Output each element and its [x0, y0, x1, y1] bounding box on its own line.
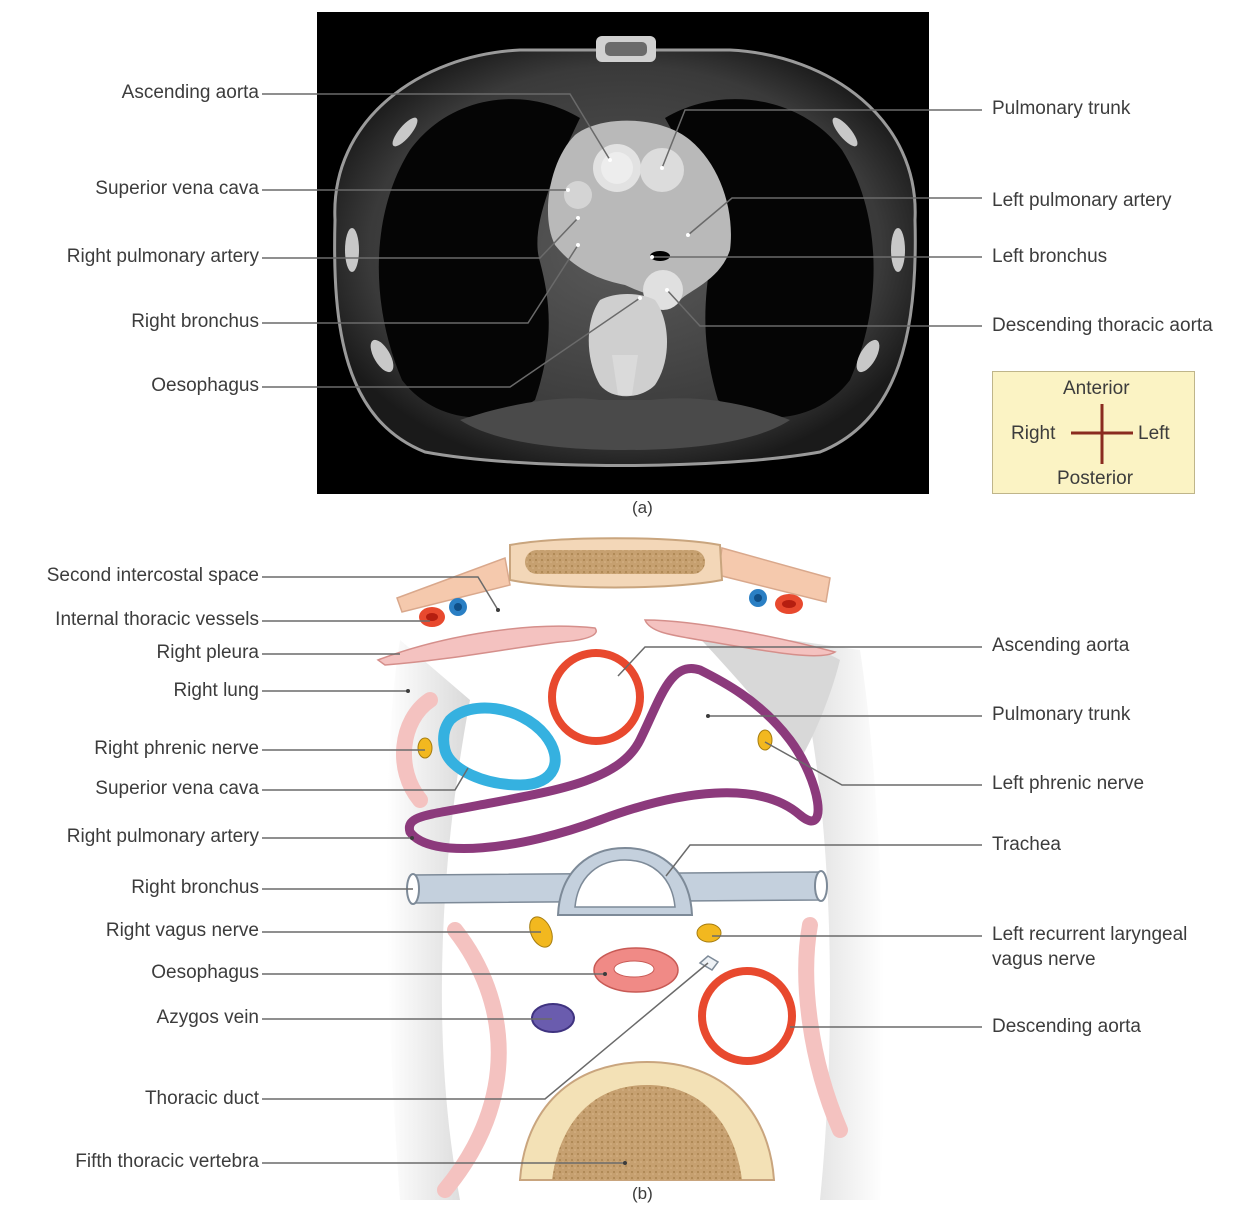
label-right-bronchus-a: Right bronchus [131, 311, 259, 333]
label-left-recurrent-laryngeal: Left recurrent laryngeal [992, 924, 1187, 946]
left-phrenic-nerve [758, 730, 772, 750]
label-left-phrenic-nerve: Left phrenic nerve [992, 773, 1144, 795]
label-ascending-aorta-a: Ascending aorta [122, 82, 259, 104]
sternum-marrow [525, 550, 705, 574]
label-oesophagus-b: Oesophagus [151, 962, 259, 984]
label-right-lung: Right lung [173, 680, 259, 702]
label-oesophagus-a: Oesophagus [151, 375, 259, 397]
orientation-left: Left [1138, 423, 1170, 445]
label-azygos-vein: Azygos vein [157, 1007, 259, 1029]
caption-b: (b) [632, 1184, 653, 1204]
right-pleura-posterior [445, 930, 499, 1190]
label-ascending-aorta-b: Ascending aorta [992, 635, 1129, 657]
label-right-pleura: Right pleura [157, 642, 259, 664]
label-pulmonary-trunk-a: Pulmonary trunk [992, 98, 1130, 120]
label-right-phrenic-nerve: Right phrenic nerve [94, 738, 259, 760]
descending-aorta [702, 971, 792, 1061]
right-phrenic-nerve [418, 738, 432, 758]
orientation-cross-icon [1071, 404, 1133, 464]
label-internal-thoracic-vessels: Internal thoracic vessels [55, 609, 259, 631]
label-pulmonary-trunk-b: Pulmonary trunk [992, 704, 1130, 726]
label-right-pulmonary-artery-b: Right pulmonary artery [67, 826, 259, 848]
azygos-vein [532, 1004, 574, 1032]
label-descending-thoracic-aorta-a: Descending thoracic aorta [992, 315, 1213, 337]
label-left-bronchus-a: Left bronchus [992, 246, 1107, 268]
label-right-bronchus-b: Right bronchus [131, 877, 259, 899]
right-lung-shading [387, 640, 470, 1200]
label-left-pulmonary-artery-a: Left pulmonary artery [992, 190, 1172, 212]
left-recurrent-laryngeal-nerve [697, 924, 721, 942]
ct-scan-image [317, 12, 929, 494]
label-descending-aorta: Descending aorta [992, 1016, 1141, 1038]
label-vagus-nerve: vagus nerve [992, 949, 1096, 971]
caption-a: (a) [632, 498, 653, 518]
label-fifth-thoracic-vertebra: Fifth thoracic vertebra [75, 1151, 259, 1173]
label-second-intercostal-space: Second intercostal space [47, 565, 259, 587]
right-pleura [378, 626, 596, 665]
orientation-key: Anterior Right Left Posterior [992, 371, 1195, 494]
label-thoracic-duct: Thoracic duct [145, 1088, 259, 1110]
label-superior-vena-cava-b: Superior vena cava [95, 778, 259, 800]
orientation-anterior: Anterior [1063, 378, 1130, 400]
internal-thoracic-vessels [419, 589, 803, 627]
label-right-vagus-nerve: Right vagus nerve [106, 920, 259, 942]
left-chest-wall [718, 548, 830, 602]
label-superior-vena-cava-a: Superior vena cava [95, 178, 259, 200]
orientation-right: Right [1011, 423, 1055, 445]
label-trachea: Trachea [992, 834, 1061, 856]
label-right-pulmonary-artery-a: Right pulmonary artery [67, 246, 259, 268]
orientation-posterior: Posterior [1057, 468, 1133, 490]
